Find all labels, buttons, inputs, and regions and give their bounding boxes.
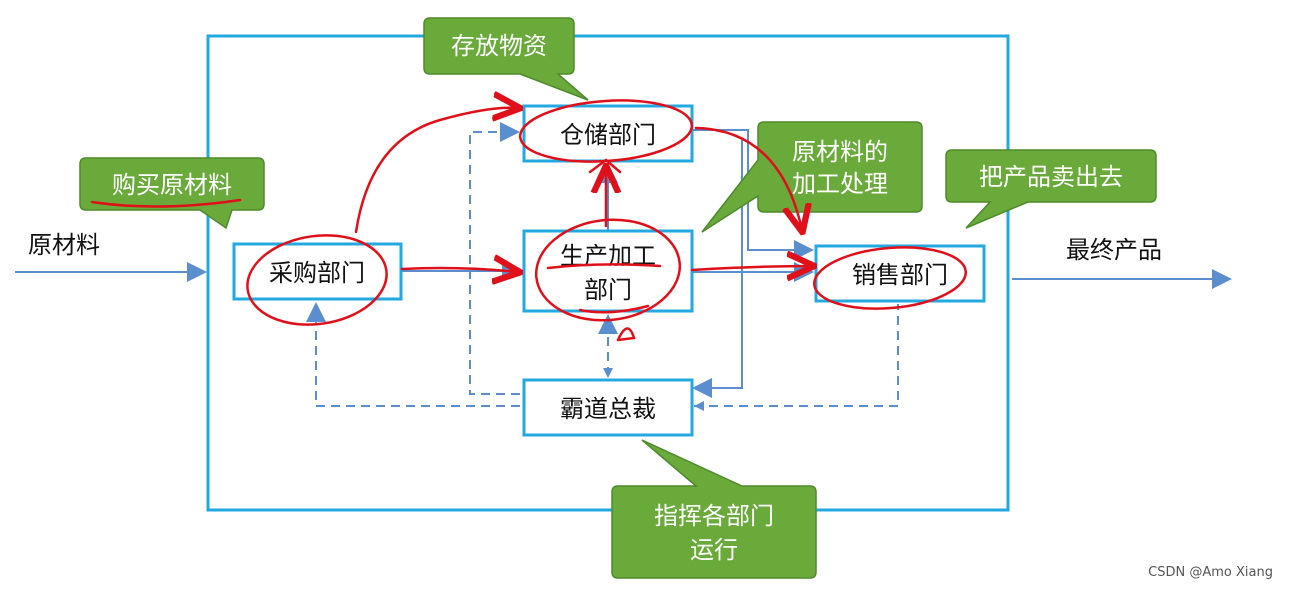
red-annotations xyxy=(90,95,968,342)
node-purchase: 采购部门 xyxy=(232,242,403,301)
callout-sell: 把产品卖出去 xyxy=(945,149,1157,229)
input-label: 原材料 xyxy=(28,231,100,259)
callout-command-label-1: 指挥各部门 xyxy=(654,502,774,530)
output-label: 最终产品 xyxy=(1066,236,1162,264)
flow-warehouse-report-to-boss xyxy=(692,140,743,398)
callout-store-label: 存放物资 xyxy=(451,32,547,60)
node-purchase-label: 采购部门 xyxy=(269,259,365,287)
node-sales-label: 销售部门 xyxy=(852,261,948,289)
node-production-label-2: 部门 xyxy=(584,276,632,304)
node-sales: 销售部门 xyxy=(814,244,986,303)
node-warehouse-label: 仓储部门 xyxy=(560,121,656,149)
control-lines xyxy=(306,122,899,407)
callout-buy: 购买原材料 xyxy=(79,157,265,230)
callout-process-label-2: 加工处理 xyxy=(792,170,888,198)
system-boundary xyxy=(206,34,1010,512)
callout-store: 存放物资 xyxy=(423,17,589,101)
callout-sell-label: 把产品卖出去 xyxy=(979,163,1123,191)
callout-process: 原材料的 加工处理 xyxy=(701,121,923,233)
node-boss-label: 霸道总裁 xyxy=(560,395,656,423)
watermark: CSDN @Amo Xiang xyxy=(1148,565,1273,580)
node-warehouse: 仓储部门 xyxy=(522,104,694,163)
callout-process-label-1: 原材料的 xyxy=(792,138,888,166)
callout-command: 指挥各部门 运行 xyxy=(611,439,817,579)
callout-command-label-2: 运行 xyxy=(690,536,738,564)
node-boss: 霸道总裁 xyxy=(522,378,694,437)
callout-buy-label: 购买原材料 xyxy=(112,171,232,199)
